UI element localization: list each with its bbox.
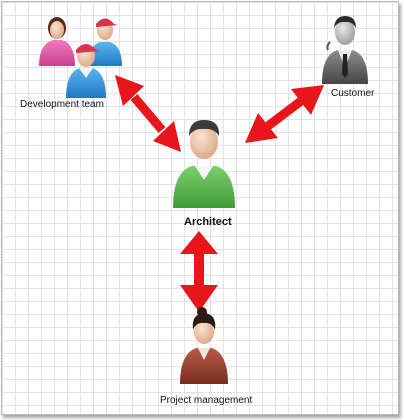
person-man-blue [88, 18, 122, 66]
person-woman-pink [39, 17, 75, 66]
diagram-graphics [39, 16, 368, 384]
development-team-icon [39, 17, 122, 98]
project-management-icon [180, 307, 228, 384]
label-development-team: Development team [20, 99, 104, 110]
arrow-architect-project-management [180, 231, 218, 312]
architect-icon [173, 120, 235, 208]
person-front-blue [66, 44, 106, 98]
arrow-architect-development-team [115, 75, 181, 152]
label-project-management: Project management [160, 395, 253, 406]
label-customer: Customer [331, 88, 375, 99]
arrow-architect-customer [245, 85, 324, 143]
customer-icon [322, 16, 368, 84]
diagram-canvas: Development team Customer Architect Proj… [1, 1, 399, 415]
label-architect: Architect [184, 216, 232, 228]
